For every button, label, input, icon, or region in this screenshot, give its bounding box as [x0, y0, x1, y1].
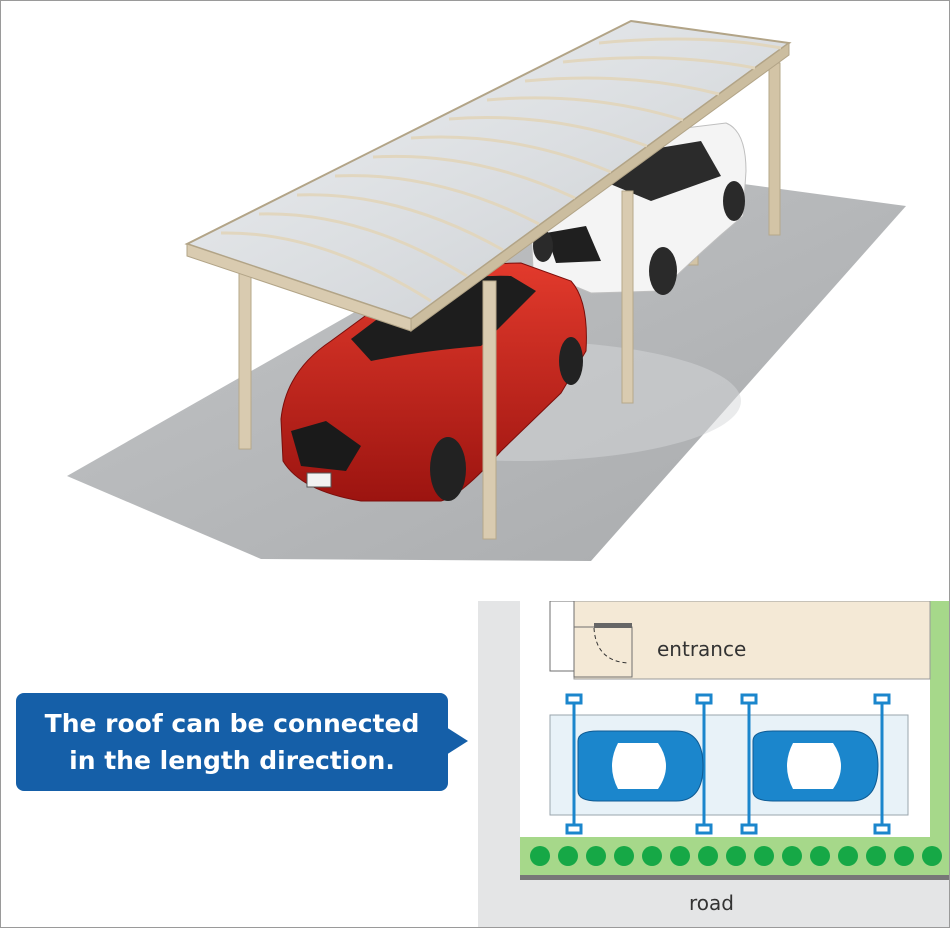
house: [573, 601, 931, 680]
post-front-mid: [482, 280, 497, 540]
info-callout: The roof can be connected in the length …: [16, 693, 468, 791]
post-front-right: [621, 190, 634, 404]
car-top-view-icon: [577, 730, 704, 802]
door-icon: [573, 623, 633, 678]
callout-line-2: in the length direction.: [69, 746, 395, 775]
house-wall: [549, 601, 575, 672]
carport-roof: [184, 19, 792, 332]
post-front-left: [238, 258, 252, 450]
callout-line-1: The roof can be connected: [44, 709, 420, 738]
shrub-icon: [530, 846, 942, 866]
carport-post-icon: [565, 693, 891, 835]
road-edge: [520, 875, 949, 880]
entrance-label: entrance: [657, 637, 747, 661]
car-top-view-icon: [752, 730, 879, 802]
road-label: road: [689, 891, 734, 915]
carport-illustration: [67, 19, 906, 561]
site-plan: [478, 601, 949, 927]
lawn-right: [930, 601, 949, 877]
post-back-right: [768, 62, 781, 236]
